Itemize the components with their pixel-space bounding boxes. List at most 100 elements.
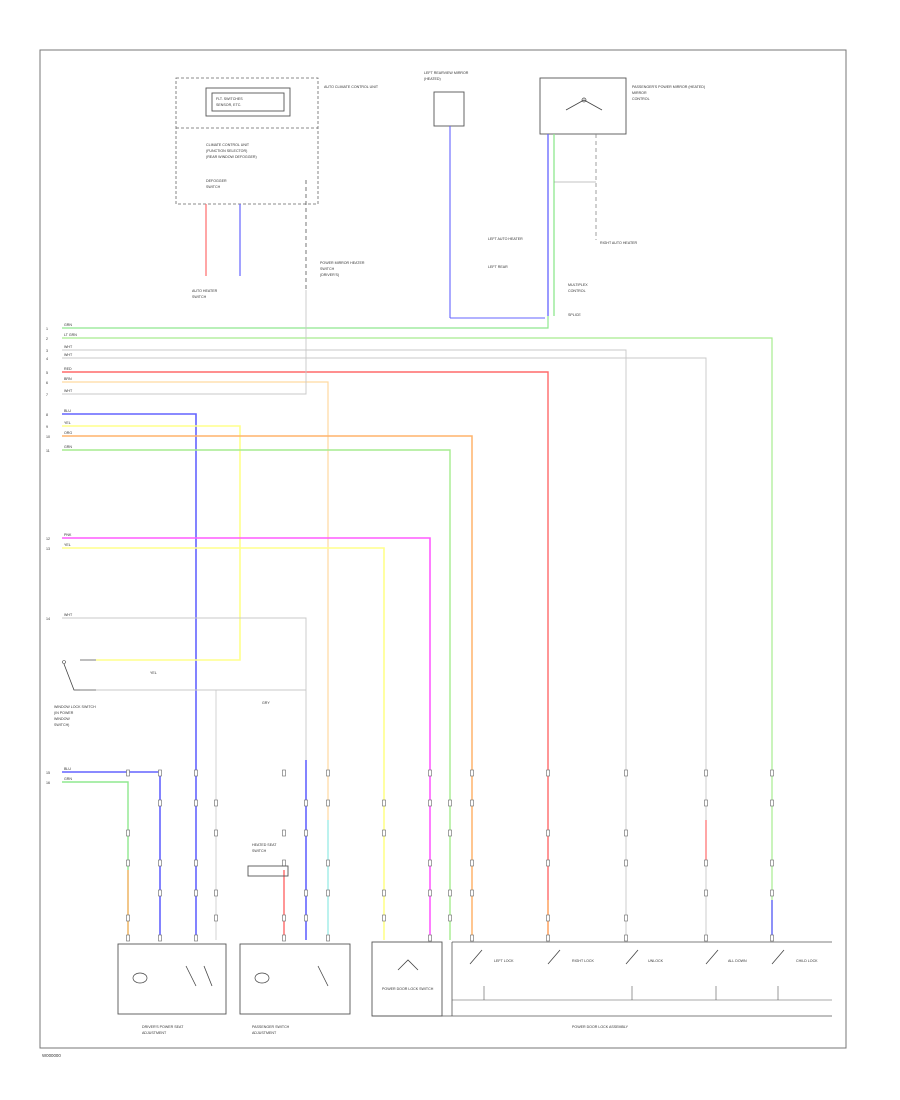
svg-text:POWER DOOR LOCK SWITCH: POWER DOOR LOCK SWITCH <box>382 987 434 991</box>
connector-marker <box>282 934 286 942</box>
connector-marker <box>546 769 550 777</box>
connector-marker <box>304 914 308 922</box>
connector-marker <box>770 934 774 942</box>
connector-marker <box>282 914 286 922</box>
top-wiring: AUTO HEATER SWITCH POWER MIRROR HEATER S… <box>192 126 638 319</box>
svg-text:SPLICE: SPLICE <box>568 313 581 317</box>
svg-text:FLT. SWITCHES: FLT. SWITCHES <box>216 97 243 101</box>
svg-text:PNK: PNK <box>64 533 72 537</box>
connector-marker <box>704 799 708 807</box>
svg-text:9: 9 <box>46 425 48 429</box>
svg-text:YEL: YEL <box>64 543 71 547</box>
svg-text:CONTROL: CONTROL <box>632 97 650 101</box>
connector-marker <box>126 769 130 777</box>
connector-marker <box>470 859 474 867</box>
svg-text:RIGHT LOCK: RIGHT LOCK <box>572 959 595 963</box>
svg-text:(IN POWER: (IN POWER <box>54 711 74 715</box>
connector-marker <box>214 914 218 922</box>
connector-marker <box>770 889 774 897</box>
connector-marker <box>158 889 162 897</box>
svg-text:12: 12 <box>46 537 50 541</box>
auto-ac-sub2: (FUNCTION SELECTOR) <box>206 149 247 153</box>
svg-text:BLU: BLU <box>64 409 71 413</box>
auto-ac-sub3: (REAR WINDOW DEFOGGER) <box>206 155 257 159</box>
svg-text:(HEATED): (HEATED) <box>424 77 441 81</box>
svg-text:DEFOGGER: DEFOGGER <box>206 179 227 183</box>
connector-marker <box>326 934 330 942</box>
connector-marker <box>624 829 628 837</box>
connector-marker <box>428 889 432 897</box>
svg-text:GRN: GRN <box>64 445 72 449</box>
connector-marker <box>158 769 162 777</box>
connector-marker <box>470 934 474 942</box>
svg-text:7: 7 <box>46 393 48 397</box>
connector-marker <box>326 859 330 867</box>
connector-marker <box>448 889 452 897</box>
connector-marker <box>194 859 198 867</box>
svg-text:WHT: WHT <box>64 613 73 617</box>
wire-labels: GRN LT GRN WHT WHT RED BRN WHT BLU YEL O… <box>64 323 77 781</box>
connector-marker <box>214 889 218 897</box>
connector-marker <box>428 799 432 807</box>
svg-text:4: 4 <box>46 357 48 361</box>
svg-text:14: 14 <box>46 617 50 621</box>
svg-text:GRY: GRY <box>262 701 270 705</box>
driver-power-mirror-switch: DRIVER'S POWER SEAT ADJUSTMENT <box>117 943 227 1035</box>
wire-bus <box>62 290 773 940</box>
svg-text:CHILD LOCK: CHILD LOCK <box>796 959 818 963</box>
connector-marker <box>448 829 452 837</box>
svg-text:SENSOR, ETC.: SENSOR, ETC. <box>216 103 241 107</box>
passenger-power-switch: HEATED SEAT SWITCH PASSENGER SWITCH ADJU… <box>239 843 351 1035</box>
connector-marker <box>470 799 474 807</box>
connector-marker <box>126 859 130 867</box>
svg-text:RED: RED <box>64 367 72 371</box>
svg-text:LEFT AUTO HEATER: LEFT AUTO HEATER <box>488 237 523 241</box>
svg-text:RIGHT AUTO HEATER: RIGHT AUTO HEATER <box>600 241 638 245</box>
connector-marker <box>158 859 162 867</box>
connector-marker <box>194 889 198 897</box>
auto-ac-sub1: CLIMATE CONTROL UNIT <box>206 143 250 147</box>
svg-text:LT GRN: LT GRN <box>64 333 77 337</box>
connector-marker <box>326 769 330 777</box>
connector-marker <box>770 799 774 807</box>
svg-text:UNLOCK: UNLOCK <box>648 959 664 963</box>
connector-marker <box>126 934 130 942</box>
svg-text:(DRIVER'S): (DRIVER'S) <box>320 273 339 277</box>
svg-text:13: 13 <box>46 547 50 551</box>
svg-text:ADJUSTMENT: ADJUSTMENT <box>142 1031 167 1035</box>
svg-text:SWITCH: SWITCH <box>192 295 207 299</box>
connector-marker <box>546 859 550 867</box>
connector-marker <box>546 934 550 942</box>
svg-text:ADJUSTMENT: ADJUSTMENT <box>252 1031 277 1035</box>
connector-marker <box>304 889 308 897</box>
corner-code: W000000 <box>42 1053 61 1058</box>
connector-marker <box>470 889 474 897</box>
svg-text:WHT: WHT <box>64 345 73 349</box>
svg-text:MULTIPLEX: MULTIPLEX <box>568 283 588 287</box>
connector-marker <box>704 859 708 867</box>
connector-marker <box>770 769 774 777</box>
svg-text:HEATED SEAT: HEATED SEAT <box>252 843 277 847</box>
connector-marker <box>624 934 628 942</box>
connector-marker <box>326 889 330 897</box>
svg-text:PASSENGER SWITCH: PASSENGER SWITCH <box>252 1025 290 1029</box>
svg-text:WHT: WHT <box>64 353 73 357</box>
connector-marker <box>304 799 308 807</box>
connector-marker <box>428 859 432 867</box>
svg-text:11: 11 <box>46 449 50 453</box>
connector-marker <box>126 829 130 837</box>
svg-text:SWITCH): SWITCH) <box>54 723 69 727</box>
svg-text:SWITCH: SWITCH <box>320 267 335 271</box>
svg-text:BRN: BRN <box>64 377 72 381</box>
auto-climate-control-unit: FLT. SWITCHES SENSOR, ETC. AUTO CLIMATE … <box>175 77 379 205</box>
connector-marker <box>470 769 474 777</box>
svg-text:ALL DOWN: ALL DOWN <box>728 959 747 963</box>
connector-markers <box>126 769 774 942</box>
svg-text:WHT: WHT <box>64 389 73 393</box>
connector-marker <box>382 889 386 897</box>
svg-text:15: 15 <box>46 771 50 775</box>
svg-text:BLU: BLU <box>64 767 71 771</box>
connector-marker <box>428 934 432 942</box>
